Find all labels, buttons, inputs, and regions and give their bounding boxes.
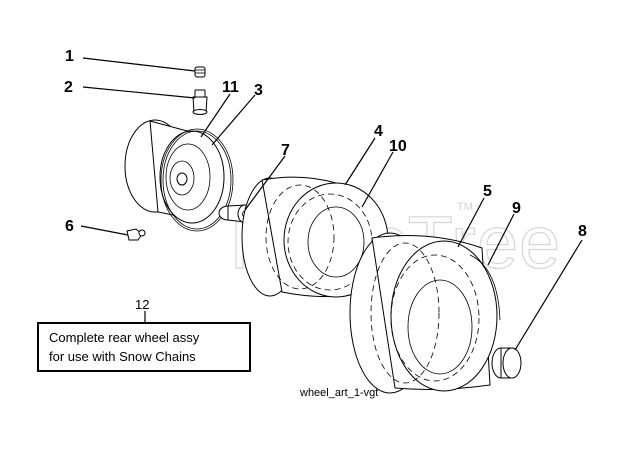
snow-chains-note: Complete rear wheel assy for use with Sn…: [37, 322, 251, 372]
callout-3: 3: [254, 82, 263, 99]
part-3-rim-ring: [160, 128, 234, 232]
part-2-valve-stem: [192, 89, 208, 115]
callout-2: 2: [64, 79, 73, 96]
callout-9: 9: [512, 200, 521, 217]
part-5-9-tire: [349, 232, 501, 394]
callout-5: 5: [483, 183, 492, 200]
callout-10: 10: [389, 138, 407, 155]
part-11-wheel-rim: [124, 119, 225, 224]
callout-4: 4: [374, 123, 383, 140]
callout-7: 7: [281, 142, 290, 159]
note-line-1: Complete rear wheel assy: [49, 330, 200, 345]
diagram-caption: wheel_art_1-vgt: [299, 387, 378, 399]
callout-11: 11: [222, 79, 239, 96]
callout-8: 8: [578, 223, 587, 240]
leader-lines: [80, 57, 583, 351]
note-line-2: for use with Snow Chains: [49, 349, 196, 364]
callout-12: 12: [135, 297, 149, 312]
callout-1: 1: [65, 48, 74, 65]
part-8-hub-cap: [491, 347, 522, 379]
part-6-grease-fitting: [126, 228, 146, 241]
part-1-valve-cap: [194, 66, 206, 78]
watermark-trademark: TM: [457, 201, 473, 213]
callout-6: 6: [65, 218, 74, 235]
